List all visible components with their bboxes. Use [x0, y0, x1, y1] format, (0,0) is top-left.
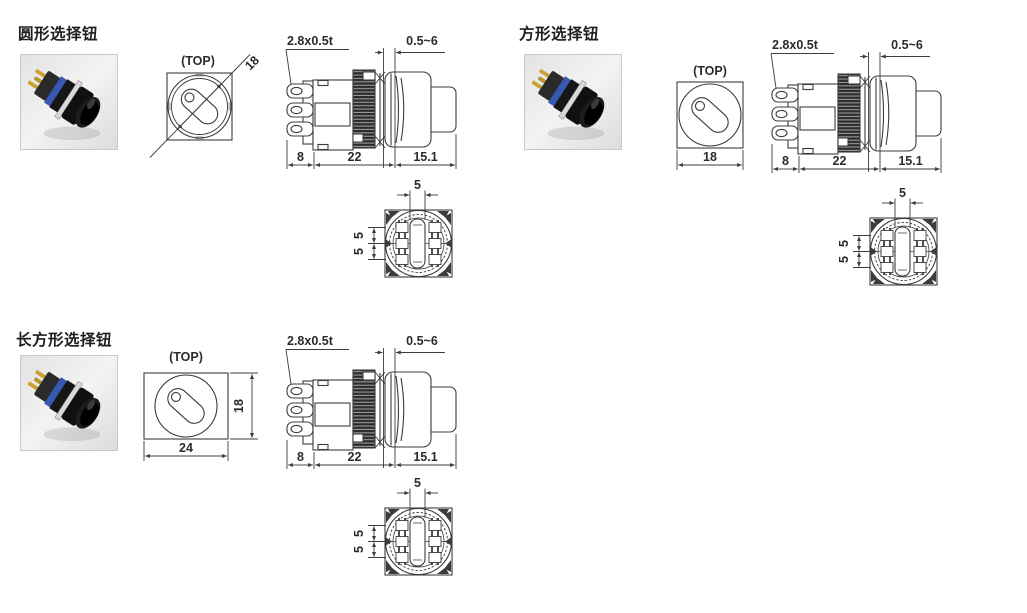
- top-view-drawing-rectangular: (TOP) 24 18: [143, 350, 258, 461]
- rear-view-drawing-square: [837, 184, 955, 300]
- product-photo-round: [20, 54, 118, 150]
- dim-label-square-width: 18: [703, 150, 717, 164]
- product-photo-square: [524, 54, 622, 150]
- diagonal-diameter-dimension: [149, 54, 251, 158]
- selector-knob: [691, 97, 729, 133]
- rear-view-drawing-round: [352, 176, 470, 292]
- height-dimension: [230, 372, 258, 440]
- top-view-label: (TOP): [181, 54, 215, 68]
- dim-label-round-diameter: 18: [242, 53, 262, 73]
- rear-view-drawing-rectangular: [352, 474, 470, 590]
- section-title-rectangular: 长方形选择钮: [16, 332, 113, 349]
- top-view-label: (TOP): [169, 350, 203, 364]
- width-dimension: [143, 441, 229, 461]
- top-view-drawing-round: (TOP) 18: [149, 53, 262, 158]
- side-view-drawing-round: [283, 28, 465, 174]
- selector-knob: [167, 388, 205, 424]
- dim-label-rect-width: 24: [179, 441, 193, 455]
- top-view-drawing-square: (TOP) 18: [676, 64, 744, 170]
- section-title-round: 圆形选择钮: [18, 26, 99, 43]
- width-dimension: [676, 150, 744, 170]
- section-title-square: 方形选择钮: [519, 26, 600, 43]
- top-view-label: (TOP): [693, 64, 727, 78]
- product-photo-rectangular: [20, 355, 118, 451]
- dim-label-rect-height: 18: [232, 399, 246, 413]
- side-view-drawing-square: [768, 32, 950, 178]
- side-view-drawing-rectangular: [283, 328, 465, 474]
